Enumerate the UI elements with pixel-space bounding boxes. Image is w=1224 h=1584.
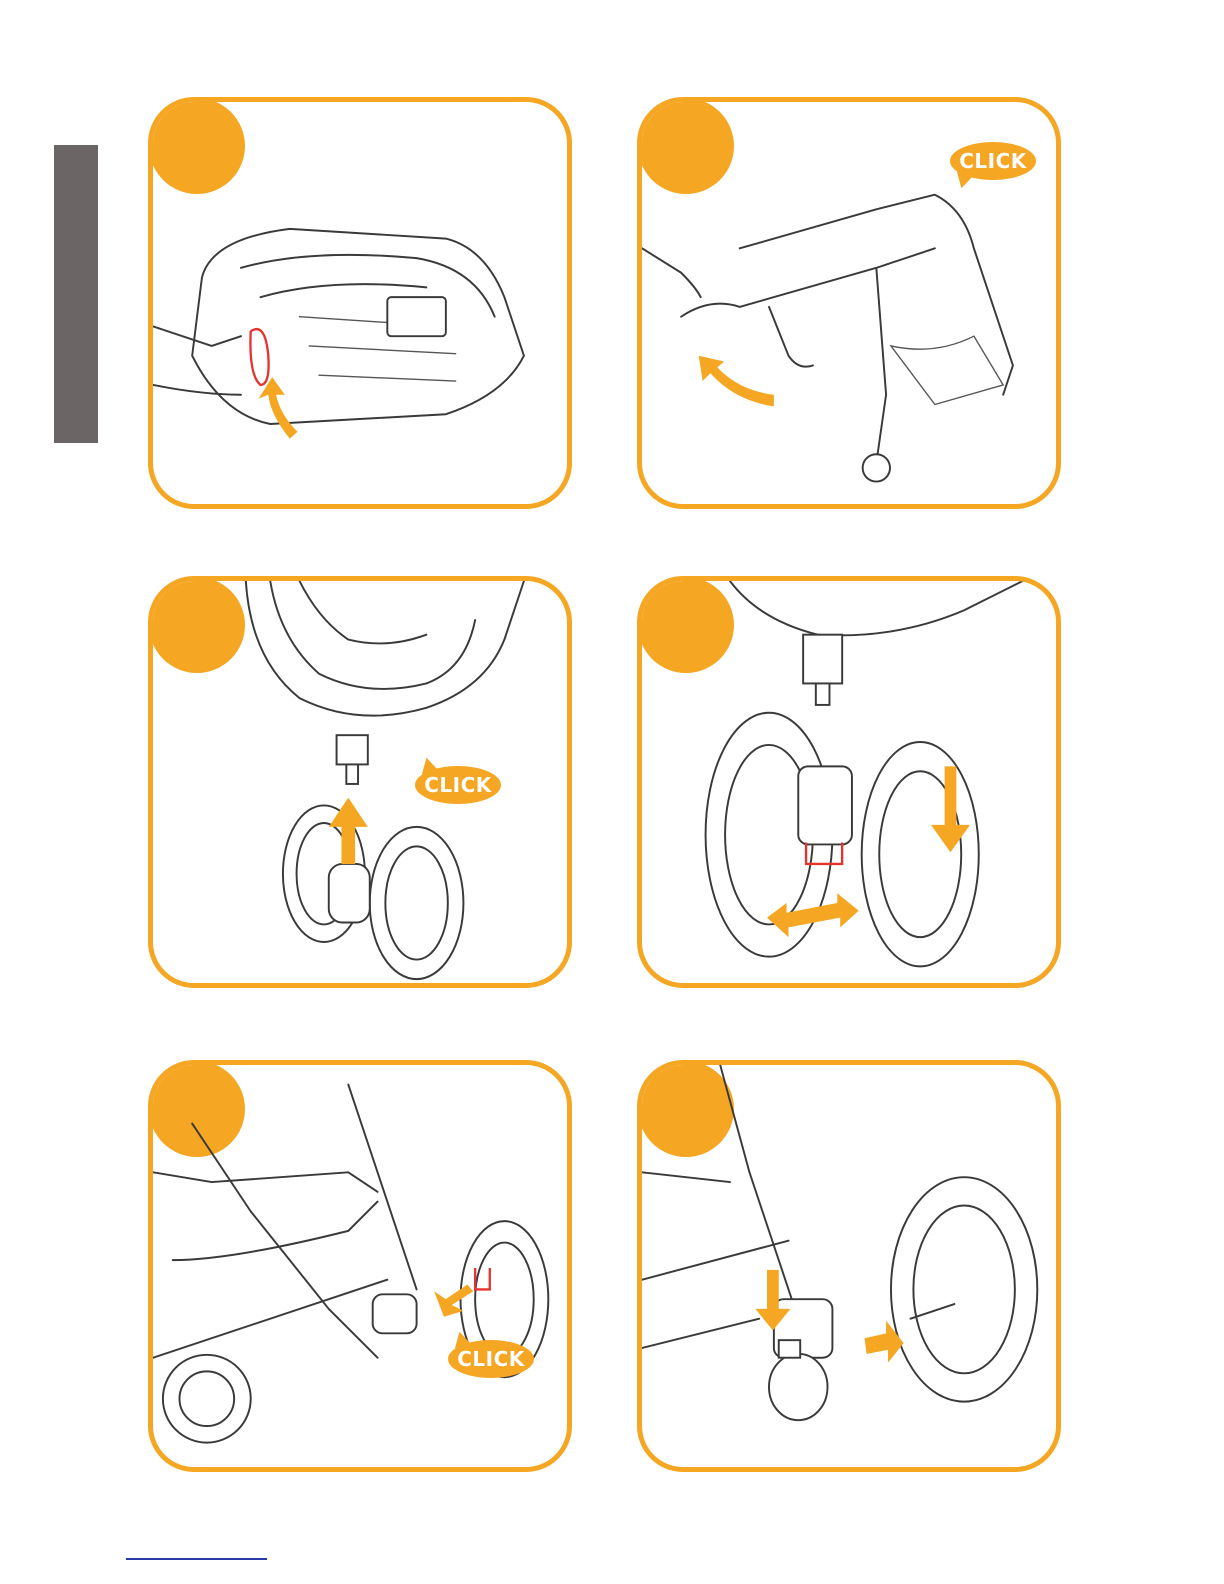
panel-step-2: CLICK [637, 97, 1061, 509]
front-wheel-release-illustration [642, 581, 1056, 983]
panel-step-1 [148, 97, 572, 509]
rear-wheel-attach-illustration [153, 1065, 567, 1467]
footer-rule [126, 1558, 267, 1560]
front-wheel-attach-illustration [153, 581, 567, 983]
panel-step-4 [637, 576, 1061, 988]
panel-step-5: CLICK [148, 1060, 572, 1472]
click-label: CLICK [448, 1340, 534, 1378]
panel-step-6 [637, 1060, 1061, 1472]
section-tab [54, 145, 98, 443]
folded-stroller-illustration [153, 102, 567, 504]
click-label: CLICK [415, 766, 501, 804]
panel-step-3: CLICK [148, 576, 572, 988]
click-label: CLICK [950, 142, 1036, 180]
rear-wheel-release-illustration [642, 1065, 1056, 1467]
